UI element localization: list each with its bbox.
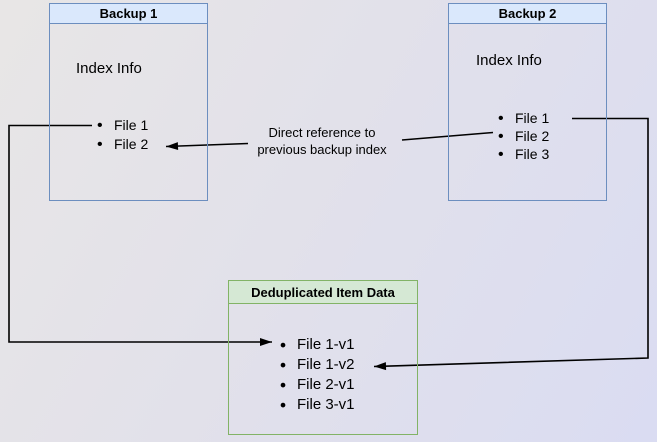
direct-reference-annotation: Direct reference to previous backup inde…: [257, 125, 387, 157]
file-list-item: File 1-v1: [280, 335, 355, 355]
backup2-index-info-label: Index Info: [476, 52, 542, 69]
dedup-header: Deduplicated Item Data: [229, 281, 417, 304]
file-list-item: File 3-v1: [280, 395, 355, 415]
file-list-item: File 2-v1: [280, 375, 355, 395]
file-list-item: File 1: [97, 116, 148, 135]
file-list-item: File 2: [498, 127, 549, 145]
backup2-box: Backup 2 Index Info File 1File 2File 3: [448, 3, 607, 201]
backup1-index-info-label: Index Info: [76, 60, 142, 77]
file-list-item: File 1-v2: [280, 355, 355, 375]
file-list-item: File 2: [97, 135, 148, 154]
file-list-item: File 3: [498, 145, 549, 163]
dedup-file-list: File 1-v1File 1-v2File 2-v1File 3-v1: [280, 335, 355, 415]
backup1-box: Backup 1 Index Info File 1File 2: [49, 3, 208, 201]
deduplicated-item-data-box: Deduplicated Item Data File 1-v1File 1-v…: [228, 280, 418, 435]
backup2-file-list: File 1File 2File 3: [498, 109, 549, 163]
backup1-header: Backup 1: [50, 4, 207, 24]
backup2-header: Backup 2: [449, 4, 606, 24]
file-list-item: File 1: [498, 109, 549, 127]
backup1-file-list: File 1File 2: [97, 116, 148, 154]
